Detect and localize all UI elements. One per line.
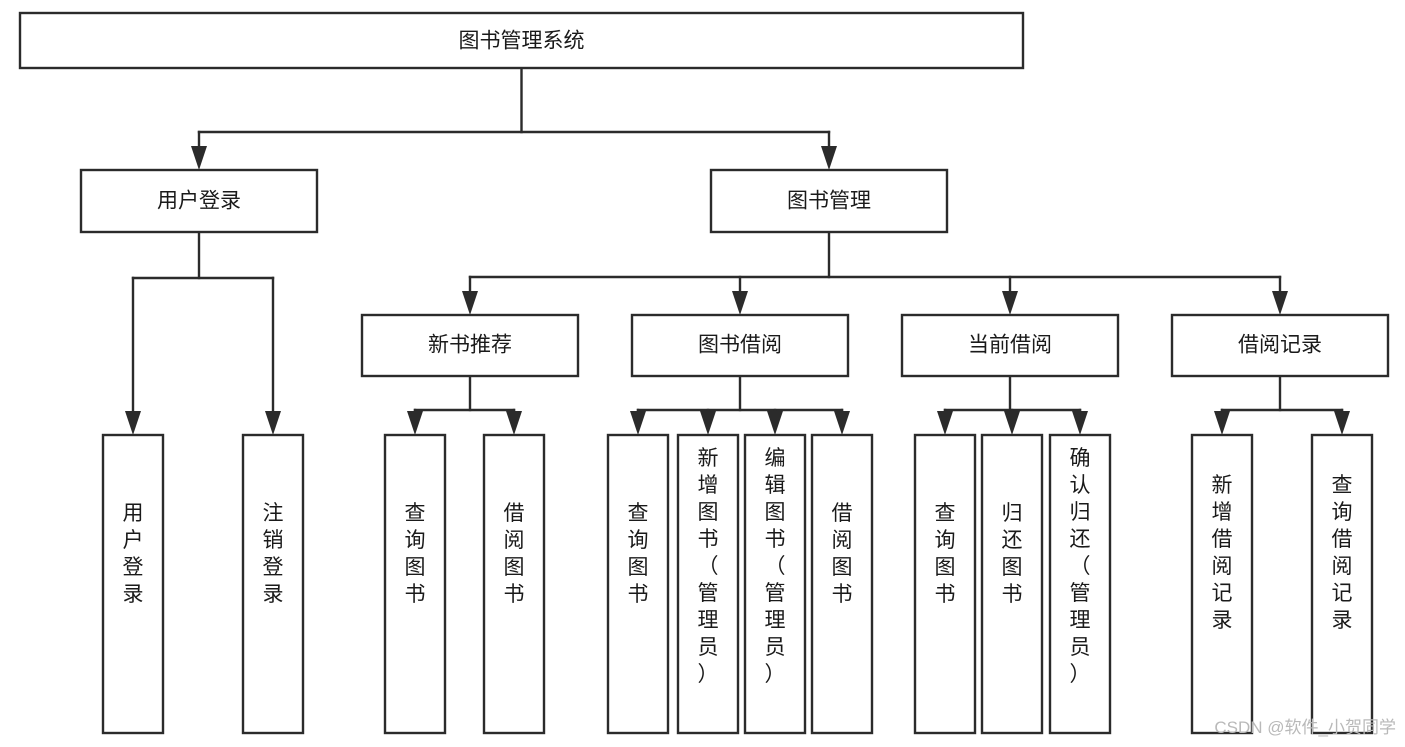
arrow-to-leaf-add-borrow-record <box>1214 411 1230 435</box>
node-current-borrow[interactable]: 当前借阅 <box>900 313 1120 378</box>
leaf-return-book-label: 归还图书 <box>1002 502 1023 606</box>
arrow-to-current-borrow <box>1002 291 1018 315</box>
leaf-add-borrow-record-label: 新增借阅记录 <box>1212 474 1233 632</box>
leaf-node-query-book-borrow[interactable]: 查询图书 <box>606 433 670 735</box>
leaf-query-borrow-record-label: 查询借阅记录 <box>1332 474 1353 632</box>
arrow-to-leaf-return-book <box>1004 411 1020 435</box>
leaf-user-login-label: 用户登录 <box>123 502 144 606</box>
node-book-management-label: 图书管理 <box>787 190 871 213</box>
node-book-management-box[interactable] <box>709 168 949 234</box>
leaf-add-borrow-record-box[interactable] <box>1190 433 1254 735</box>
node-user-login-label: 用户登录 <box>157 190 241 213</box>
leaf-confirm-return-admin-box[interactable] <box>1048 433 1112 735</box>
node-root[interactable]: 图书管理系统 <box>18 11 1025 70</box>
leaf-query-borrow-record-box[interactable] <box>1310 433 1374 735</box>
arrow-to-leaf-query-book-recommend <box>407 411 423 435</box>
leaf-node-query-book-recommend[interactable]: 查询图书 <box>383 433 447 735</box>
node-borrow-record-box[interactable] <box>1170 313 1390 378</box>
node-new-book-recommend[interactable]: 新书推荐 <box>360 313 580 378</box>
leaf-node-query-borrow-record[interactable]: 查询借阅记录 <box>1310 433 1374 735</box>
leaf-borrow-book-recommend-label: 借阅图书 <box>504 502 525 606</box>
node-root-box[interactable] <box>18 11 1025 70</box>
leaf-edit-book-admin-box[interactable] <box>743 433 807 735</box>
node-current-borrow-box[interactable] <box>900 313 1120 378</box>
node-book-borrow-label: 图书借阅 <box>698 334 782 357</box>
arrow-to-book-borrow <box>732 291 748 315</box>
arrow-to-leaf-query-book-borrow <box>630 411 646 435</box>
leaf-borrow-book-label: 借阅图书 <box>832 502 853 606</box>
leaf-confirm-return-admin-label: 确认归还（管理员） <box>1070 447 1091 686</box>
node-root-label: 图书管理系统 <box>459 30 585 53</box>
leaf-logout-box[interactable] <box>241 433 305 735</box>
arrow-to-leaf-user-login <box>125 411 141 435</box>
leaf-query-book-recommend-box[interactable] <box>383 433 447 735</box>
leaf-node-add-borrow-record[interactable]: 新增借阅记录 <box>1190 433 1254 735</box>
node-user-login-box[interactable] <box>79 168 319 234</box>
arrow-to-leaf-logout <box>265 411 281 435</box>
leaf-borrow-book-box[interactable] <box>810 433 874 735</box>
leaf-node-return-book[interactable]: 归还图书 <box>980 433 1044 735</box>
leaf-node-borrow-book[interactable]: 借阅图书 <box>810 433 874 735</box>
node-book-borrow[interactable]: 图书借阅 <box>630 313 850 378</box>
arrow-to-leaf-query-borrow-record <box>1334 411 1350 435</box>
leaf-edit-book-admin-label: 编辑图书（管理员） <box>765 447 786 686</box>
leaf-node-confirm-return-admin[interactable]: 确认归还（管理员） <box>1048 433 1112 735</box>
arrow-to-leaf-query-book-current <box>937 411 953 435</box>
leaf-node-logout[interactable]: 注销登录 <box>241 433 305 735</box>
arrow-to-leaf-borrow-book <box>834 411 850 435</box>
leaf-node-borrow-book-recommend[interactable]: 借阅图书 <box>482 433 546 735</box>
node-borrow-record[interactable]: 借阅记录 <box>1170 313 1390 378</box>
arrow-to-leaf-add-book-admin <box>700 411 716 435</box>
csdn-watermark: CSDN @软件_小贺同学 <box>1214 718 1396 737</box>
arrow-to-user-login <box>191 146 207 170</box>
leaf-logout-label: 注销登录 <box>263 502 284 606</box>
leaf-node-query-book-current[interactable]: 查询图书 <box>913 433 977 735</box>
leaf-query-book-current-label: 查询图书 <box>935 502 956 606</box>
arrow-to-leaf-edit-book-admin <box>767 411 783 435</box>
leaf-query-book-current-box[interactable] <box>913 433 977 735</box>
leaf-add-book-admin-box[interactable] <box>676 433 740 735</box>
leaf-query-book-recommend-label: 查询图书 <box>405 502 426 606</box>
leaf-node-add-book-admin[interactable]: 新增图书（管理员） <box>676 433 740 735</box>
leaf-node-user-login[interactable]: 用户登录 <box>101 433 165 735</box>
node-book-borrow-box[interactable] <box>630 313 850 378</box>
leaf-return-book-box[interactable] <box>980 433 1044 735</box>
leaf-query-book-borrow-box[interactable] <box>606 433 670 735</box>
node-borrow-record-label: 借阅记录 <box>1238 334 1322 357</box>
leaf-node-edit-book-admin[interactable]: 编辑图书（管理员） <box>743 433 807 735</box>
node-user-login[interactable]: 用户登录 <box>79 168 319 234</box>
arrow-to-leaf-borrow-book-recommend <box>506 411 522 435</box>
leaf-query-book-borrow-label: 查询图书 <box>628 502 649 606</box>
leaf-add-book-admin-label: 新增图书（管理员） <box>698 447 719 686</box>
leaf-user-login-box[interactable] <box>101 433 165 735</box>
arrow-to-leaf-confirm-return-admin <box>1072 411 1088 435</box>
node-new-book-recommend-label: 新书推荐 <box>428 334 512 357</box>
arrow-to-new-book-recommend <box>462 291 478 315</box>
arrow-to-borrow-record <box>1272 291 1288 315</box>
node-current-borrow-label: 当前借阅 <box>968 334 1052 357</box>
node-new-book-recommend-box[interactable] <box>360 313 580 378</box>
connector-layer <box>125 66 1350 435</box>
arrow-to-book-management <box>821 146 837 170</box>
leaf-borrow-book-recommend-box[interactable] <box>482 433 546 735</box>
node-book-management[interactable]: 图书管理 <box>709 168 949 234</box>
